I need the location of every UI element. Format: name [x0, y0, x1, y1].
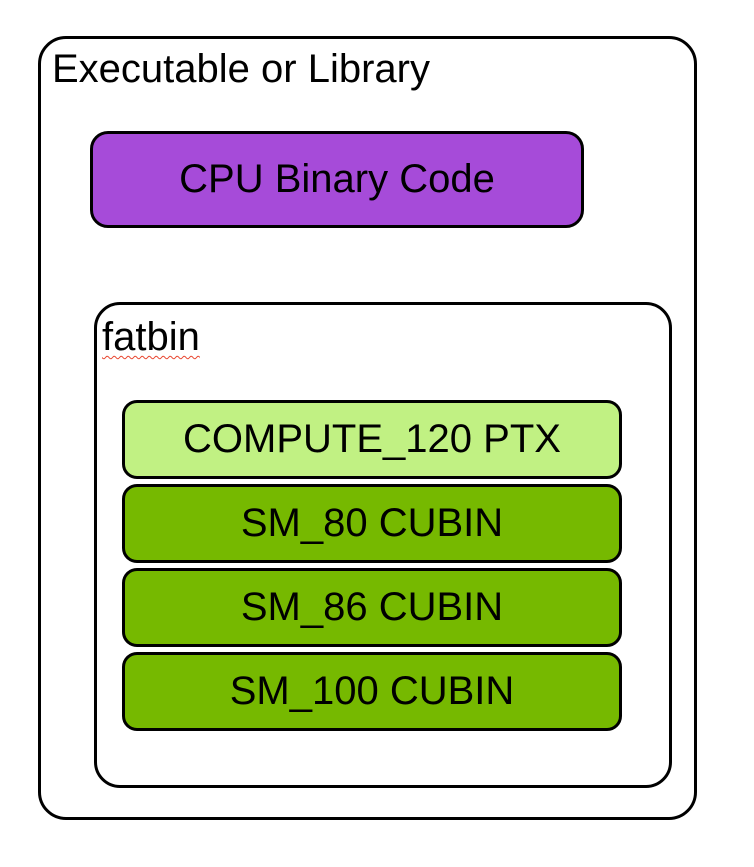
fatbin-stack: COMPUTE_120 PTX SM_80 CUBIN SM_86 CUBIN … [122, 400, 622, 731]
sm-100-cubin-label: SM_100 CUBIN [229, 669, 515, 713]
compute-120-ptx-box: COMPUTE_120 PTX [122, 400, 622, 479]
sm-80-cubin-label: SM_80 CUBIN [240, 501, 504, 545]
sm-86-cubin-label: SM_86 CUBIN [240, 585, 504, 629]
executable-or-library-box: Executable or Library CPU Binary Code fa… [38, 36, 697, 820]
executable-or-library-label: Executable or Library [52, 47, 430, 91]
sm-100-cubin-box: SM_100 CUBIN [122, 652, 622, 731]
cpu-binary-code-box: CPU Binary Code [90, 131, 584, 228]
fatbin-box: fatbin COMPUTE_120 PTX SM_80 CUBIN SM_86… [94, 302, 672, 788]
cpu-binary-code-label: CPU Binary Code [179, 157, 495, 201]
sm-86-cubin-box: SM_86 CUBIN [122, 568, 622, 647]
compute-120-ptx-label: COMPUTE_120 PTX [183, 417, 561, 461]
fatbin-label: fatbin [102, 315, 200, 359]
sm-80-cubin-box: SM_80 CUBIN [122, 484, 622, 563]
